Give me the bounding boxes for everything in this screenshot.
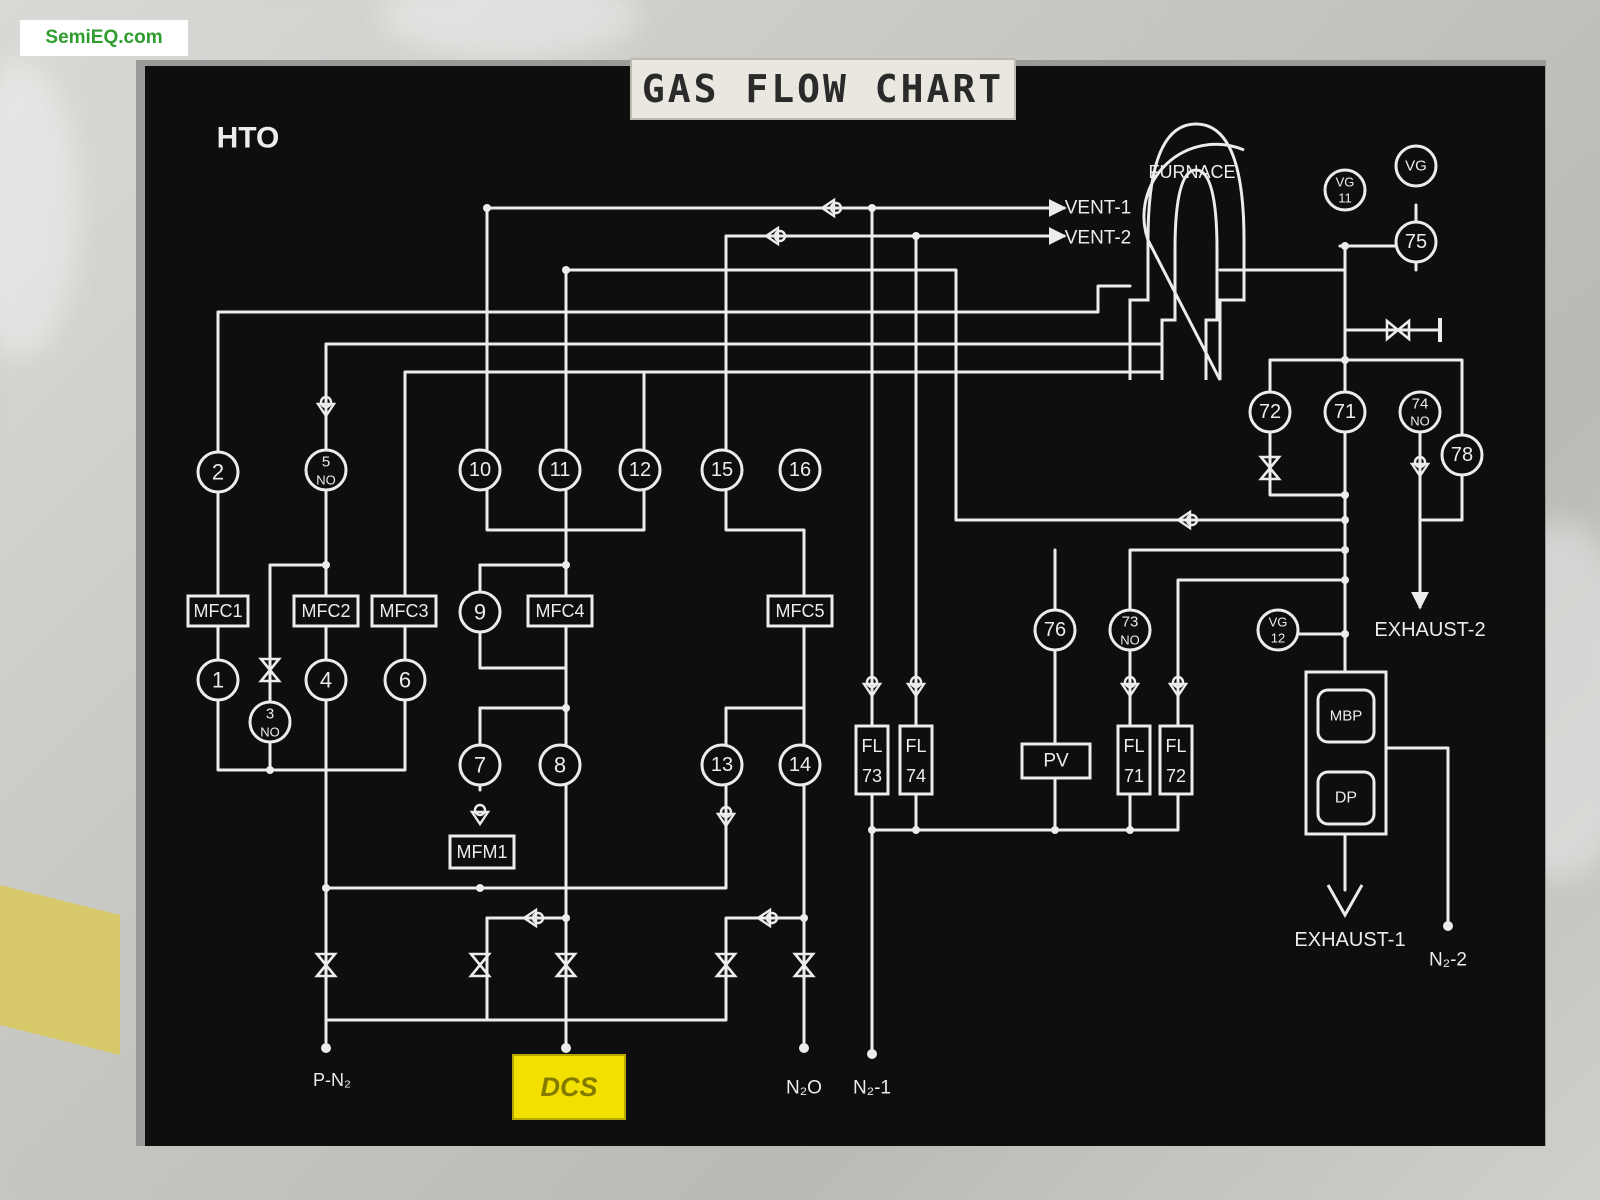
gauge-vg11-b: 11 xyxy=(1338,191,1352,206)
valve-15: 15 xyxy=(711,459,733,481)
valve-5: 5 xyxy=(322,454,330,471)
valve-11: 11 xyxy=(550,459,571,481)
valve-73-no: NO xyxy=(1120,633,1140,648)
filter-71-a: FL xyxy=(1123,736,1144,756)
valve-12: 12 xyxy=(629,459,651,481)
pv-box: PV xyxy=(1043,751,1069,772)
exhaust2-label: EXHAUST-2 xyxy=(1374,619,1485,641)
filter-74-b: 74 xyxy=(906,766,926,786)
valve-1: 1 xyxy=(212,668,224,693)
n2o-label: N₂O xyxy=(786,1078,822,1099)
chart-title: GAS FLOW CHART xyxy=(630,58,1016,120)
mfc2-box: MFC2 xyxy=(302,601,351,621)
vent2-label: VENT-2 xyxy=(1065,228,1132,249)
gauge-vg: VG xyxy=(1405,158,1427,175)
pn2-label: P-N₂ xyxy=(313,1070,351,1090)
valve-16: 16 xyxy=(789,459,811,481)
dp-pump: DP xyxy=(1335,790,1357,807)
valve-4: 4 xyxy=(320,668,332,693)
filter-72-a: FL xyxy=(1165,736,1186,756)
filter-73-a: FL xyxy=(861,736,882,756)
filter-72-b: 72 xyxy=(1166,766,1186,786)
dcs-plate: DCS xyxy=(512,1054,626,1120)
valve-74: 74 xyxy=(1412,396,1429,413)
valve-8: 8 xyxy=(554,753,566,778)
mfm1-box: MFM1 xyxy=(457,842,508,862)
valve-9: 9 xyxy=(474,600,486,625)
valve-10: 10 xyxy=(469,459,491,481)
valve-78: 78 xyxy=(1451,444,1473,466)
valve-3-no: NO xyxy=(260,725,280,740)
circle-outlines xyxy=(196,144,1484,787)
exhaust-arrow xyxy=(1326,884,1364,919)
valve-13: 13 xyxy=(711,754,733,776)
filter-71-b: 71 xyxy=(1124,766,1144,786)
furnace xyxy=(1128,122,1246,381)
valve-76: 76 xyxy=(1044,619,1066,641)
junction-dots xyxy=(266,204,1453,1059)
valve-71: 71 xyxy=(1334,401,1356,423)
mfc3-box: MFC3 xyxy=(380,601,429,621)
valve-7: 7 xyxy=(474,753,486,778)
mfc5-box: MFC5 xyxy=(776,601,825,621)
gauge-vg12-a: VG xyxy=(1269,615,1288,630)
box-outlines xyxy=(186,594,1388,870)
watermark: SemiEQ.com xyxy=(20,20,188,56)
gauge-vg12-b: 12 xyxy=(1271,631,1285,646)
mbp-pump: MBP xyxy=(1330,708,1363,725)
n22-label: N₂-2 xyxy=(1429,950,1467,971)
vent1-label: VENT-1 xyxy=(1065,198,1132,219)
filter-74-a: FL xyxy=(905,736,926,756)
mfc1-box: MFC1 xyxy=(194,601,243,621)
valve-5-no: NO xyxy=(316,473,336,488)
valve-75: 75 xyxy=(1405,231,1427,253)
furnace-label: FURNACE xyxy=(1148,162,1235,182)
system-name: HTO xyxy=(217,122,280,155)
filter-73-b: 73 xyxy=(862,766,882,786)
gauge-vg11-a: VG xyxy=(1336,175,1355,190)
vent-arrows xyxy=(1048,199,1429,610)
valve-73: 73 xyxy=(1122,614,1139,631)
valve-2: 2 xyxy=(212,460,224,485)
n21-label: N₂-1 xyxy=(853,1078,891,1099)
valve-14: 14 xyxy=(789,754,811,776)
valve-6: 6 xyxy=(399,668,411,693)
valve-3: 3 xyxy=(266,706,274,723)
exhaust1-label: EXHAUST-1 xyxy=(1294,929,1405,951)
valve-74-no: NO xyxy=(1410,414,1430,429)
valve-72: 72 xyxy=(1259,401,1281,423)
mfc4-box: MFC4 xyxy=(536,601,585,621)
